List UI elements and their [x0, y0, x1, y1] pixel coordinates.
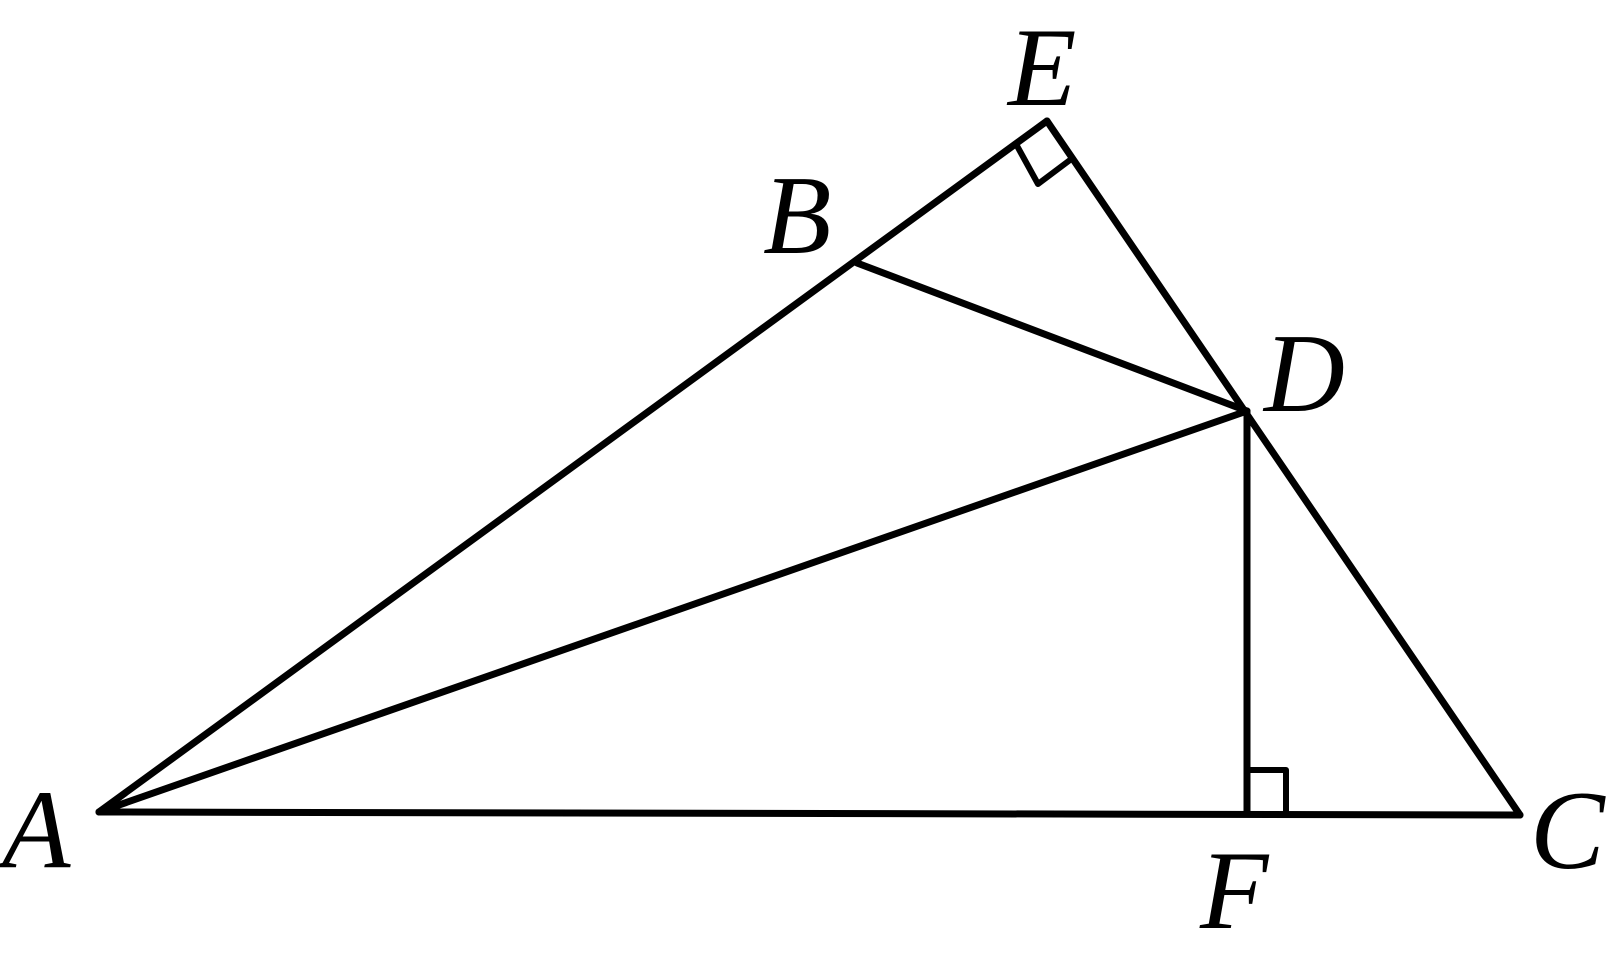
- right-angle-mark-e: [1013, 141, 1073, 187]
- point-label-c: C: [1530, 769, 1606, 893]
- point-label-e: E: [1006, 6, 1076, 130]
- point-label-a: A: [0, 768, 71, 892]
- segment-bd: [853, 259, 1251, 415]
- point-label-f: F: [1199, 829, 1270, 953]
- point-label-d: D: [1262, 312, 1345, 436]
- segment-ec: [1043, 117, 1524, 819]
- point-label-b: B: [763, 154, 831, 278]
- segment-ad: [95, 407, 1251, 816]
- segment-ac: [95, 808, 1524, 819]
- segment-ae: [95, 117, 1051, 816]
- right-angle-mark-f: [1244, 767, 1289, 817]
